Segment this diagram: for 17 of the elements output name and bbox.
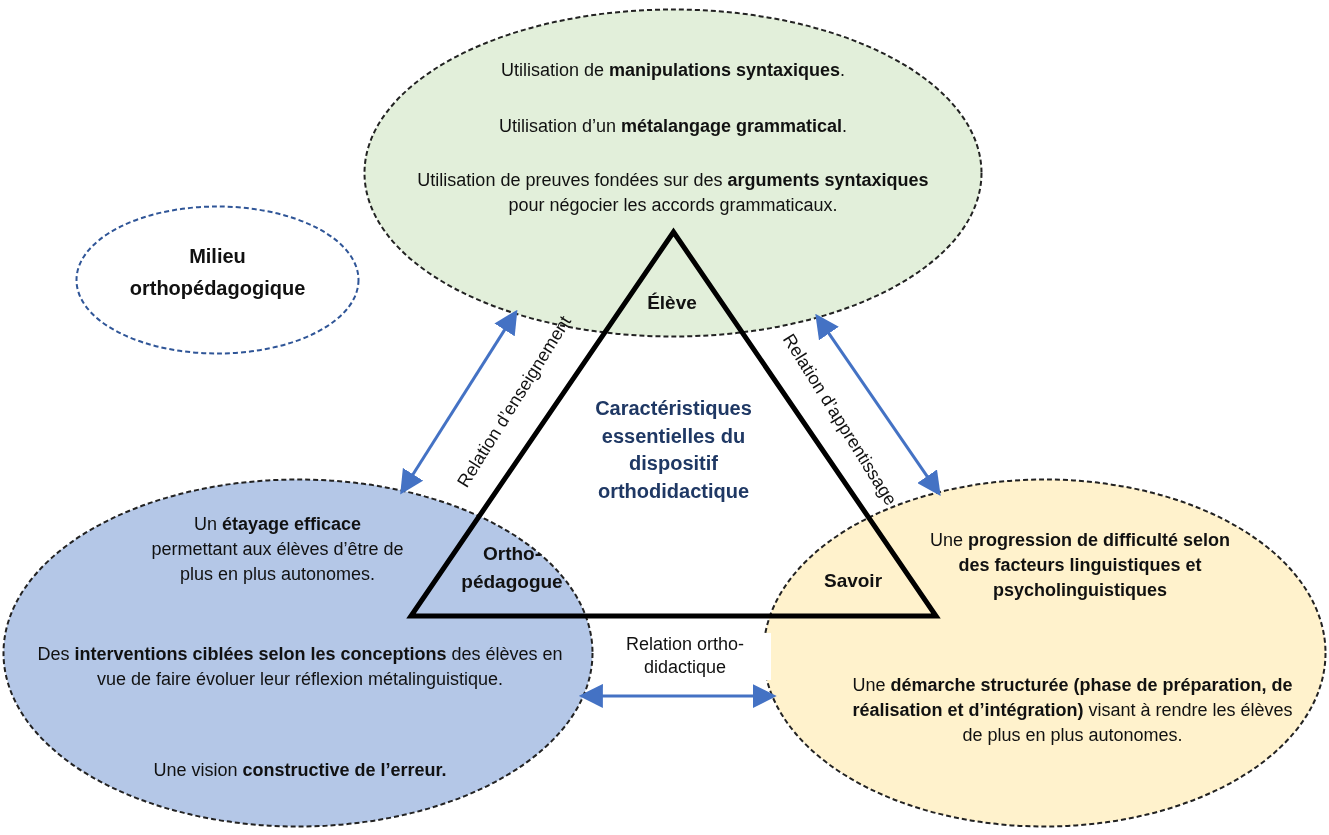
oval-bubble [75, 205, 360, 355]
bubble-text: Utilisation d’un métalangage grammatical. [497, 115, 849, 138]
vertex-label: Savoir [808, 568, 898, 596]
double-arrow [400, 309, 518, 495]
vertex-label: Élève [622, 290, 722, 320]
bubble-text: Milieu orthopédagogique [128, 244, 307, 301]
vertex-label: Ortho-pédagogue [452, 540, 572, 602]
double-arrow [578, 683, 777, 709]
bubble-text: Un étayage efficace permettant aux élèves d’être de plus en plus autonomes. [150, 513, 405, 586]
bubble-text: Une démarche structurée (phase de préparation, de réalisation et d’intégration) visant à rendre les élèves de plus en plus autonomes. [851, 674, 1294, 747]
bubble-text: Une progression de difficulté selon des facteurs linguistiques et psycholinguistiques [928, 529, 1232, 602]
center-title: Caractéristiques essentielles du dispositif orthodidactique [594, 396, 753, 504]
bubble-text: Des interventions ciblées selon les conceptions des élèves en vue de faire évoluer leur réflexion métalinguistique. [36, 643, 564, 691]
double-arrow [815, 313, 941, 497]
bubble-text: Une vision constructive de l’erreur. [152, 759, 448, 782]
bubble-text: Utilisation de manipulations syntaxiques. [499, 59, 847, 82]
bubble-text: Utilisation de preuves fondées sur des arguments syntaxiques pour négocier les accords grammaticaux. [416, 169, 930, 217]
